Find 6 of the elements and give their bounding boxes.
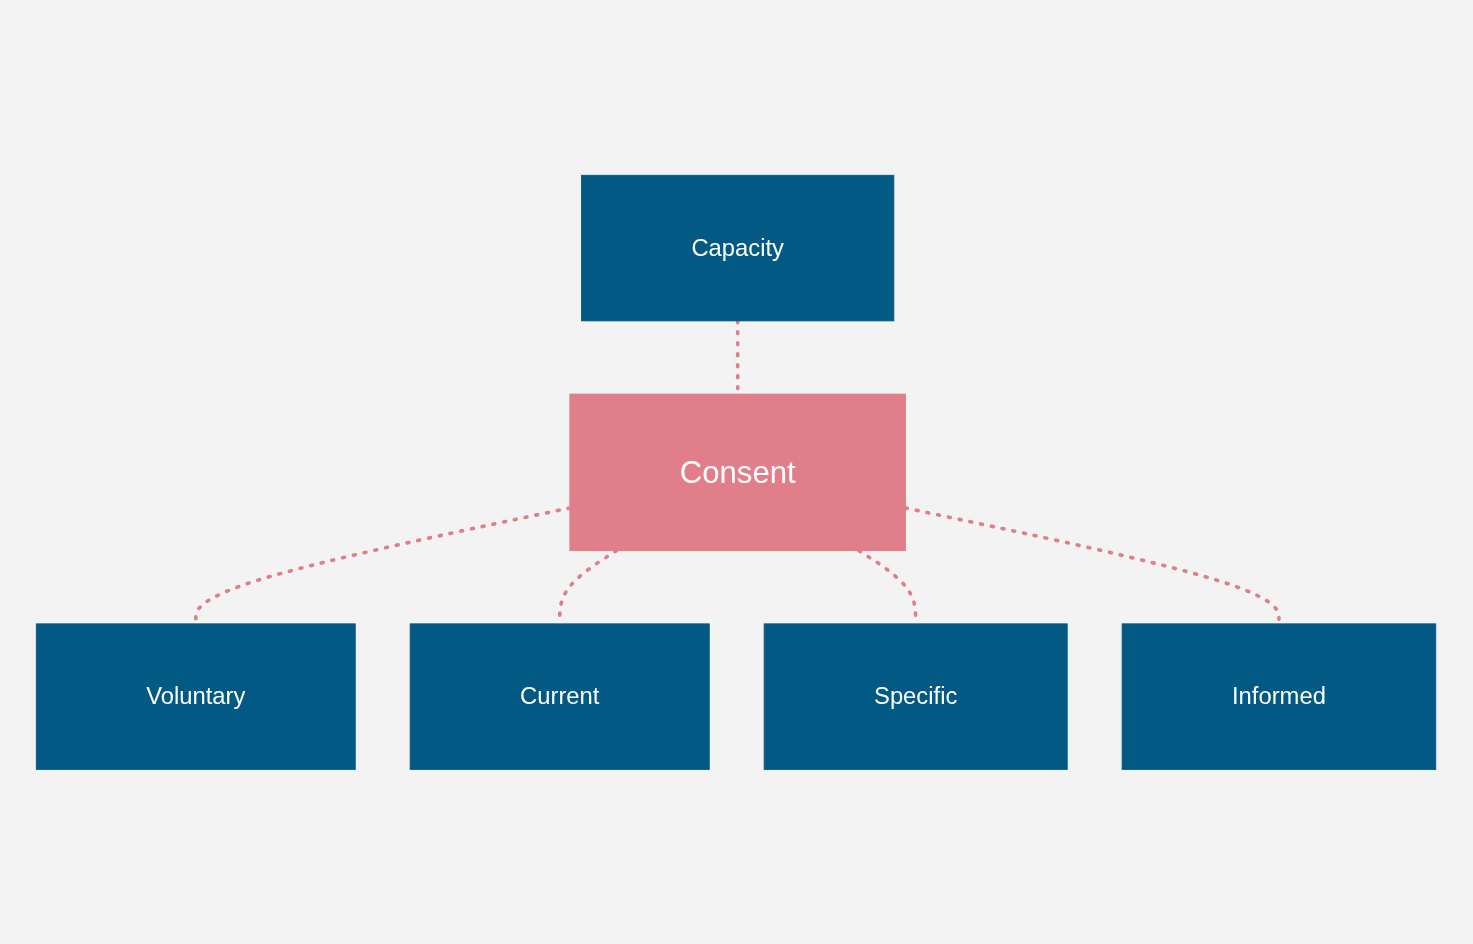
node-box: Capacity: [581, 174, 895, 321]
node-box: Specific: [764, 623, 1069, 770]
node-box: Consent: [569, 393, 907, 551]
node-box: Voluntary: [36, 623, 357, 770]
node-box: Informed: [1122, 623, 1437, 770]
node-box: Current: [410, 623, 711, 770]
